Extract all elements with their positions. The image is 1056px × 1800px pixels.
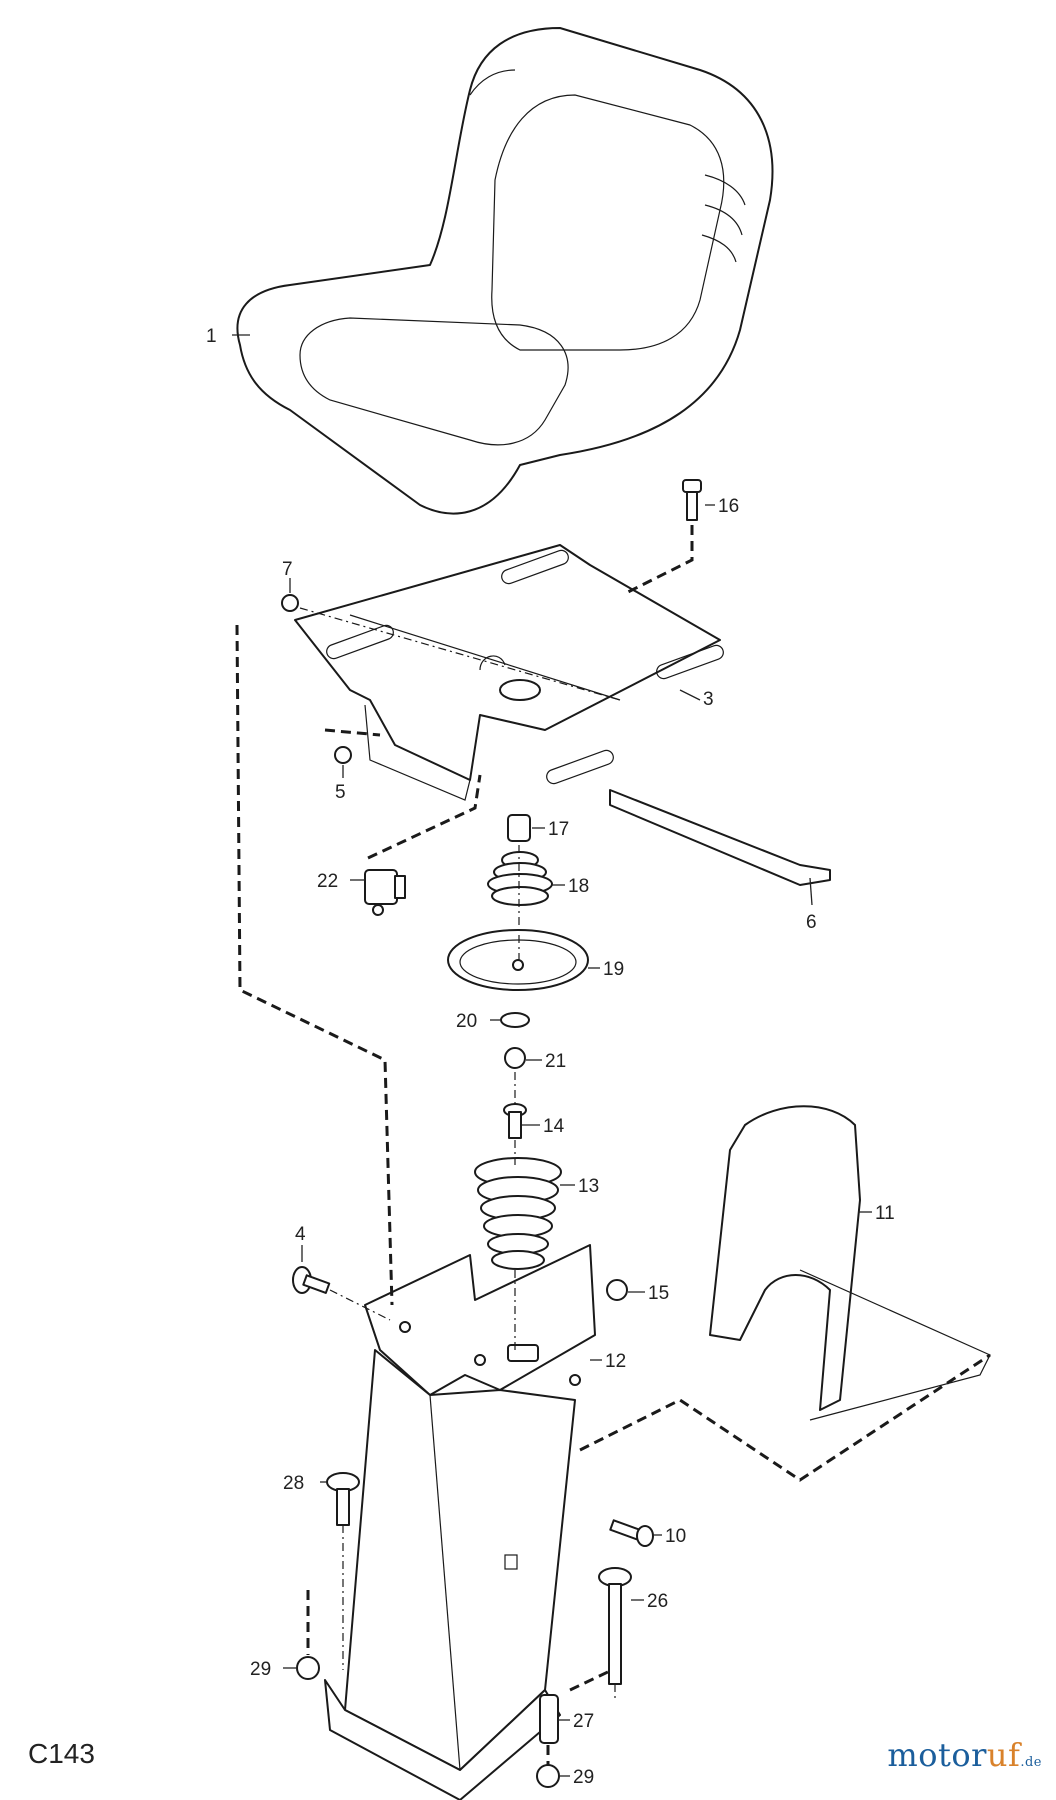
brand-logo: motoruf.de [887, 1736, 1042, 1774]
nut-5-part [334, 746, 352, 764]
bushing-17-part [507, 814, 531, 842]
callout-3: 3 [703, 689, 714, 710]
callout-14: 14 [543, 1116, 565, 1137]
callout-26: 26 [647, 1591, 668, 1612]
callout-5: 5 [335, 782, 346, 803]
spring-18-part [487, 851, 553, 906]
washer-20-part [500, 1012, 530, 1028]
carriage-bolt-28-part [326, 1472, 360, 1526]
callout-4: 4 [295, 1224, 306, 1245]
callout-27: 27 [573, 1711, 594, 1732]
callout-11: 11 [875, 1203, 895, 1224]
bolt-4-part [292, 1266, 331, 1294]
seat-part [236, 27, 774, 515]
bolt-10-part [609, 1519, 654, 1547]
nut-29a-part [296, 1656, 320, 1680]
callout-10: 10 [665, 1526, 686, 1547]
diagram-code: C143 [28, 1738, 95, 1769]
leader-lines [232, 334, 872, 1777]
callout-16: 16 [718, 496, 739, 517]
switch-22-part [364, 869, 406, 916]
callout-12: 12 [605, 1351, 626, 1372]
logo-tld: .de [1020, 1755, 1042, 1770]
bolt-16-part [682, 479, 702, 521]
spring-13-part [474, 1157, 562, 1270]
spacer-27-part [539, 1694, 559, 1744]
pedestal-12-part [324, 1244, 596, 1800]
cover-11-part [709, 1105, 861, 1411]
nut-15-part [606, 1279, 628, 1301]
nut-29b-part [536, 1764, 560, 1788]
bolt-14-part [503, 1103, 527, 1139]
callout-28: 28 [283, 1473, 304, 1494]
callout-17: 17 [548, 819, 569, 840]
logo-main: motor [887, 1736, 987, 1774]
callout-21: 21 [545, 1051, 566, 1072]
callout-22: 22 [317, 871, 338, 892]
adjustment-lever-part [609, 789, 831, 886]
callout-6: 6 [806, 912, 817, 933]
logo-accent: uf [986, 1736, 1021, 1774]
callout-29b: 29 [573, 1767, 594, 1788]
callout-18: 18 [568, 876, 589, 897]
callout-13: 13 [578, 1176, 599, 1197]
nut-7-part [281, 594, 299, 612]
callout-labels: 1 16 7 3 5 17 18 22 6 19 20 21 14 13 11 … [206, 326, 895, 1788]
assembly-guide-lines [235, 525, 991, 1765]
carriage-bolt-26-part [598, 1567, 632, 1685]
callout-29a: 29 [250, 1659, 271, 1680]
callout-15: 15 [648, 1283, 669, 1304]
callout-7: 7 [282, 559, 293, 580]
plate-19-part [447, 929, 589, 991]
nut-21-part [504, 1047, 526, 1069]
seat-pan-part [294, 544, 724, 801]
callout-20: 20 [456, 1011, 477, 1032]
callout-1: 1 [206, 326, 217, 347]
callout-19: 19 [603, 959, 624, 980]
